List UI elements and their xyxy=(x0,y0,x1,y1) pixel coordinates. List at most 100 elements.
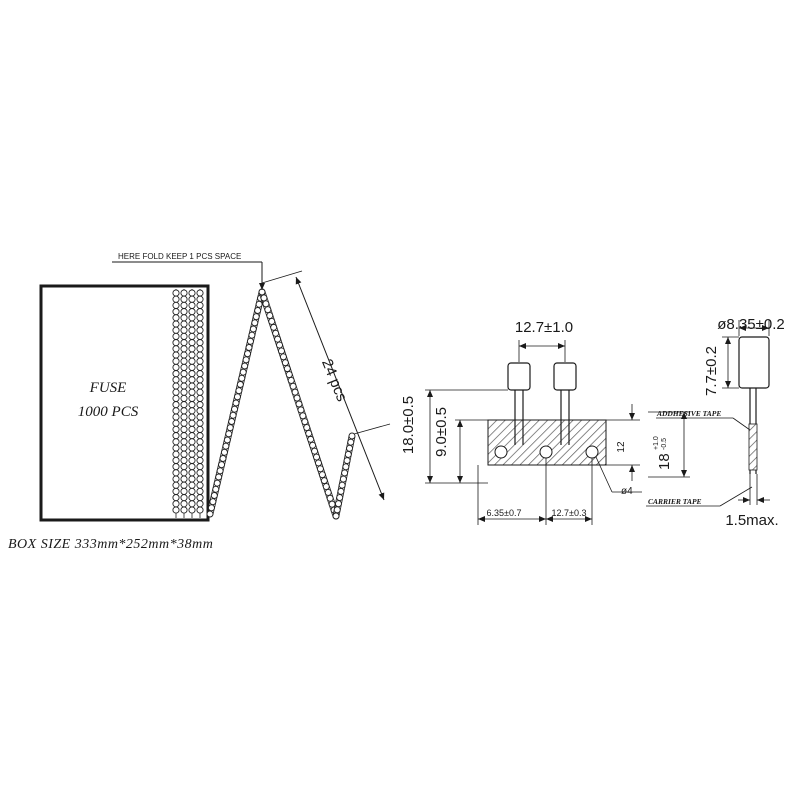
fuse-bead xyxy=(172,481,180,489)
fuse-bead xyxy=(341,469,349,477)
fuse-bead xyxy=(180,308,188,316)
fuse-bead xyxy=(172,419,180,427)
diameter-label: ø8.35±0.2 xyxy=(717,316,784,333)
sprocket-hole xyxy=(494,445,508,459)
tape-total-base: 18 xyxy=(656,453,673,470)
fuse-bead xyxy=(188,376,196,384)
fuse-bead xyxy=(333,506,341,514)
fuse-bead xyxy=(196,376,204,384)
zigzag-fuse-tape xyxy=(206,288,356,520)
tape-total-tol-lower: -0.5 xyxy=(661,438,668,450)
fuse-bead xyxy=(264,306,272,314)
fuse-bead xyxy=(188,332,196,340)
fuse-bead xyxy=(196,413,204,421)
fuse-bead xyxy=(188,351,196,359)
fuse-bead xyxy=(254,307,262,314)
fuse-bead xyxy=(188,438,196,446)
fuse-bead xyxy=(172,363,180,371)
fuse-bead xyxy=(172,494,180,502)
fuse-bead xyxy=(180,351,188,359)
fuse-bead xyxy=(180,413,188,421)
fuse-bead xyxy=(180,494,188,502)
fuse-bead xyxy=(215,473,223,481)
offset-bottom-label: 6.35±0.7 xyxy=(487,508,522,518)
fuse-bead xyxy=(291,388,299,396)
fuse-bead xyxy=(172,450,180,458)
fuse-bead xyxy=(180,500,188,508)
fuse-bead xyxy=(210,492,218,499)
fuse-bead xyxy=(172,463,180,471)
fuse-bead xyxy=(289,382,297,390)
fuse-bead xyxy=(343,457,351,465)
height-dimensions: 18.0±0.5 9.0±0.5 xyxy=(400,389,508,484)
fuse-bead xyxy=(172,332,180,340)
fuse-bead xyxy=(188,370,196,378)
tape-total-label: 18 xyxy=(656,453,673,470)
fuse-bead xyxy=(188,450,196,458)
fuse-bead xyxy=(188,469,196,477)
fuse-bead xyxy=(231,405,239,413)
fuse-bead xyxy=(180,487,188,495)
fuse-bead xyxy=(235,387,243,395)
body-height-label: 7.7±0.2 xyxy=(703,346,720,396)
fuse-bead xyxy=(180,382,188,390)
fuse-bead xyxy=(188,475,196,483)
fuse-bead xyxy=(188,494,196,502)
diameter-dimension: ø8.35±0.2 xyxy=(717,316,785,336)
fold-label: HERE FOLD KEEP 1 PCS SPACE xyxy=(118,252,241,261)
fuse-bead xyxy=(328,500,336,508)
fuse-bead xyxy=(218,461,226,469)
fuse-bead xyxy=(172,351,180,359)
fuse-bead xyxy=(252,313,260,321)
fuse-bead xyxy=(180,456,188,464)
fuse-bead xyxy=(276,341,283,349)
carrier-tape-front-view xyxy=(487,419,607,466)
fuse-bead xyxy=(180,363,188,371)
fuse-bead xyxy=(180,320,188,328)
fuse-bead xyxy=(180,332,188,340)
fuse-bead xyxy=(287,376,295,384)
fuse-bead xyxy=(249,325,257,333)
box-size-label: BOX SIZE 333mm*252mm*38mm xyxy=(8,537,213,552)
fuse-bead xyxy=(172,376,180,384)
fuse-bead xyxy=(172,314,180,322)
count-label: 24 pcs xyxy=(318,357,350,404)
tape-total-tol-upper: +1.0 xyxy=(653,436,660,450)
fuse-bead xyxy=(313,453,320,461)
fuse-bead xyxy=(196,394,204,402)
fuse-bead xyxy=(196,487,204,495)
fuse-bead xyxy=(172,413,180,421)
fuse-bead xyxy=(344,451,352,458)
fuse-bead xyxy=(188,506,196,514)
fuse-bead xyxy=(196,357,204,365)
fuse-bead xyxy=(188,394,196,402)
fuse-bead xyxy=(188,419,196,427)
fuse-bead xyxy=(180,469,188,477)
fuse-bead xyxy=(262,300,270,308)
fuse-bead xyxy=(339,475,347,483)
fuse-bead xyxy=(311,447,319,455)
fuse-bead xyxy=(180,444,188,452)
fuse-bead xyxy=(272,329,280,337)
fuse-bead xyxy=(281,359,289,367)
fuse-bead xyxy=(172,438,180,446)
fuse-bead xyxy=(180,475,188,483)
fuse-bead xyxy=(188,314,196,322)
fuse-bead xyxy=(180,481,188,489)
fuse-bead xyxy=(188,326,196,334)
fuse-bead xyxy=(172,357,180,365)
pitch-top-label: 12.7±1.0 xyxy=(515,319,573,336)
fuse-bead xyxy=(180,345,188,353)
fuse-bead xyxy=(303,424,311,432)
fuse-bead xyxy=(251,319,259,327)
fuse-bead xyxy=(188,363,196,371)
fuse-bead xyxy=(172,388,180,396)
fuse-bead xyxy=(207,504,215,512)
fuse-bead xyxy=(180,432,188,440)
fuse-bead xyxy=(196,456,204,464)
fuse-bead xyxy=(322,483,330,490)
fuse-bead xyxy=(270,323,278,331)
fuse-bead xyxy=(172,407,180,415)
fuse-bead xyxy=(226,424,234,432)
